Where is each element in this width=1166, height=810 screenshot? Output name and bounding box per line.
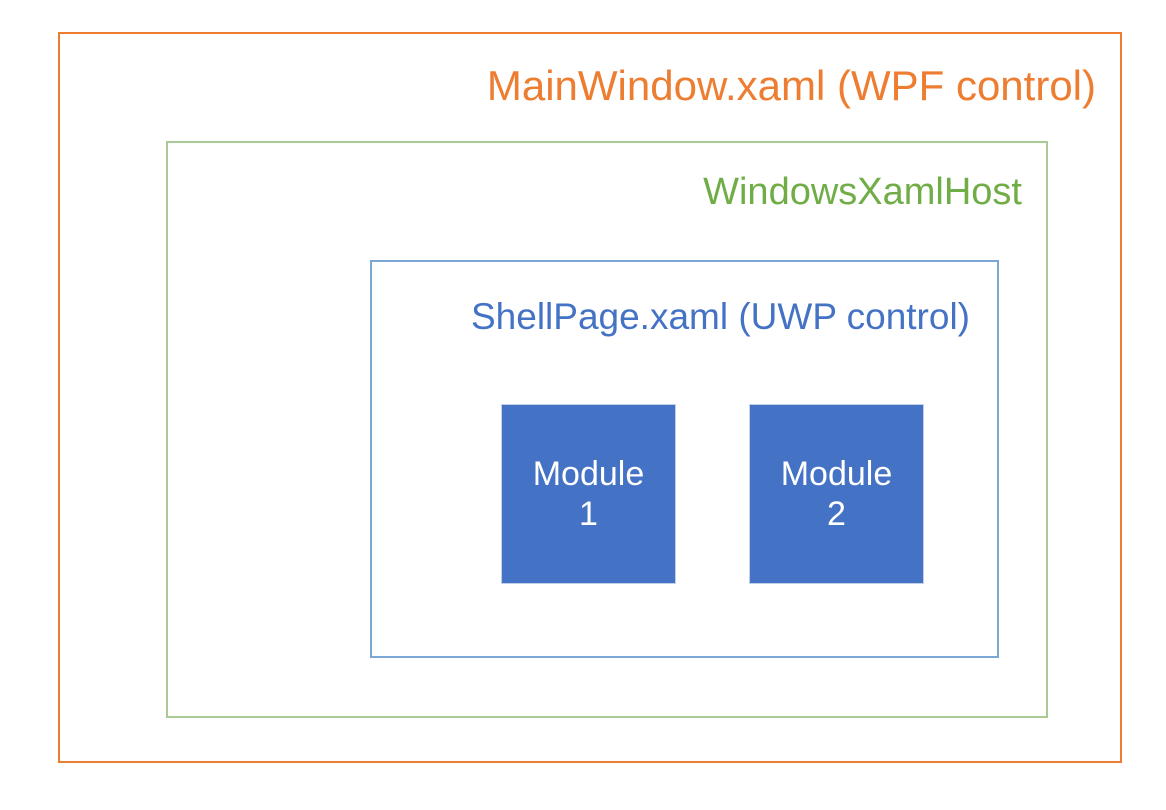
mainwindow-label: MainWindow.xaml (WPF control): [486, 62, 1096, 109]
module-1-label-line1: Module: [532, 454, 645, 493]
shellpage-uwp-container: [370, 260, 999, 658]
module-2-block: Module 2: [749, 404, 924, 584]
module-1-block: Module 1: [501, 404, 676, 584]
module-1-label-line2: 1: [579, 495, 598, 533]
module-2-label-line2: 2: [827, 495, 846, 533]
windowsxamlhost-container: [166, 141, 1048, 718]
module-2-label-line1: Module: [780, 454, 893, 493]
windowsxamlhost-label: WindowsXamlHost: [703, 171, 1022, 213]
shellpage-label: ShellPage.xaml (UWP control): [471, 296, 970, 337]
mainwindow-wpf-container: [58, 32, 1122, 763]
